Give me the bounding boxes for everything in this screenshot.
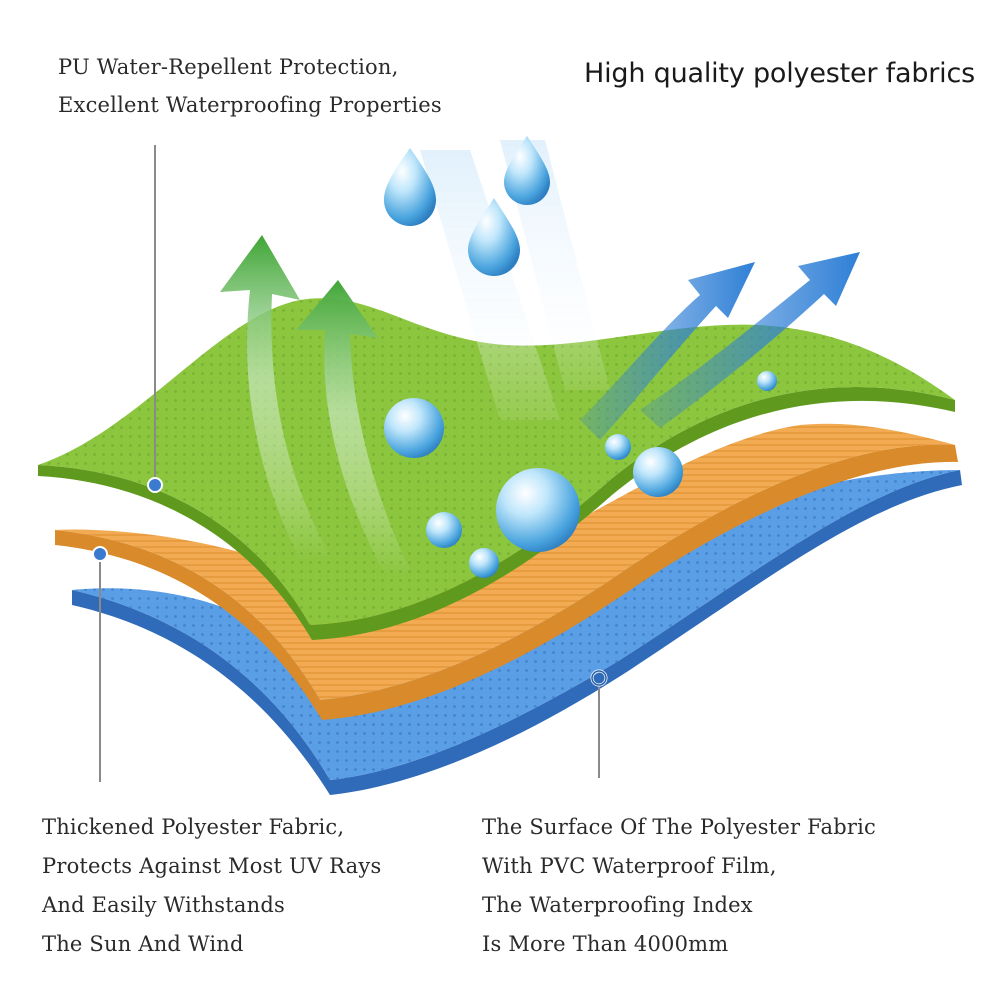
outflow-arrow-icon xyxy=(580,252,860,440)
callout-left xyxy=(92,546,108,782)
callout-right xyxy=(590,669,608,778)
caption-line: Excellent Waterproofing Properties xyxy=(58,93,442,117)
caption-line: The Surface Of The Polyester Fabric xyxy=(482,815,876,839)
caption-line: Thickened Polyester Fabric, xyxy=(42,815,345,839)
callout-top xyxy=(147,145,163,493)
polyester-fabric-caption: Thickened Polyester Fabric, Protects Aga… xyxy=(42,808,381,964)
caption-line: Protects Against Most UV Rays xyxy=(42,854,382,878)
caption-line: PU Water-Repellent Protection, xyxy=(58,55,399,79)
caption-line: The Waterproofing Index xyxy=(482,893,753,917)
caption-line: With PVC Waterproof Film, xyxy=(482,854,777,878)
caption-line: And Easily Withstands xyxy=(42,893,285,917)
caption-line: Is More Than 4000mm xyxy=(482,932,729,956)
breathable-arrow-icon xyxy=(220,235,410,575)
pvc-film-caption: The Surface Of The Polyester Fabric With… xyxy=(482,808,876,964)
water-droplet-icon xyxy=(384,136,550,276)
caption-line: The Sun And Wind xyxy=(42,932,244,956)
pu-coating-caption: PU Water-Repellent Protection, Excellent… xyxy=(58,48,442,124)
surface-droplets xyxy=(384,371,777,578)
headline: High quality polyester fabrics xyxy=(584,58,975,89)
